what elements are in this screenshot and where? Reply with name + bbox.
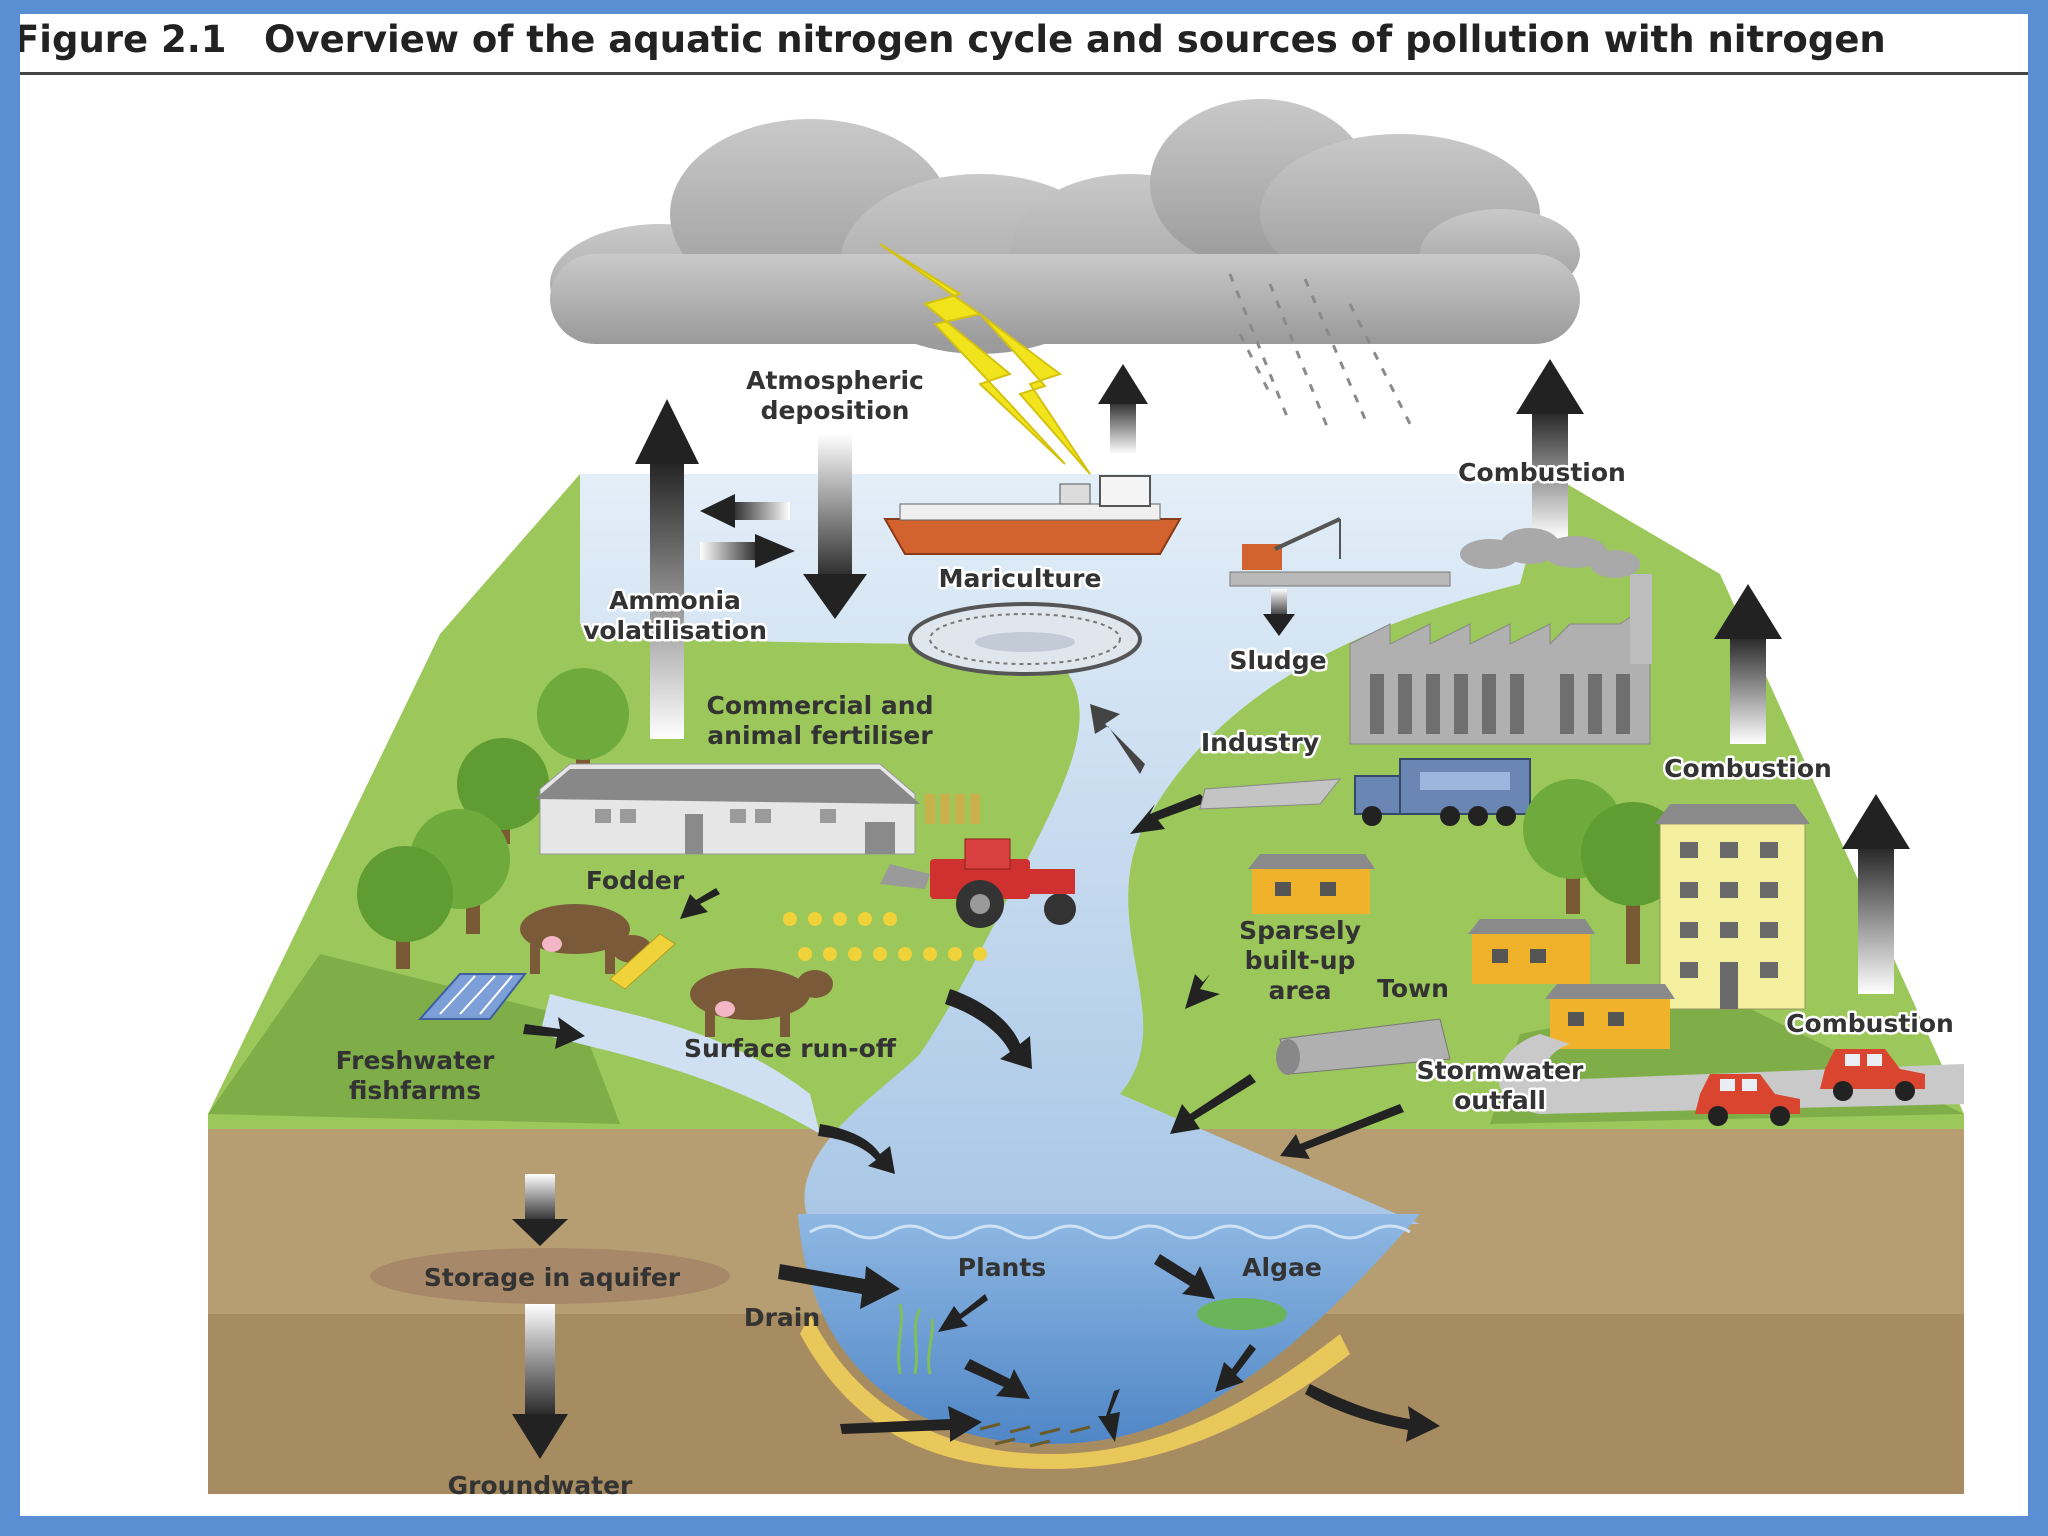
label-combustion-right: Combustion xyxy=(1786,1009,1954,1038)
label-combustion-mid: Combustion xyxy=(1664,754,1832,783)
label-combustion-top: Combustion xyxy=(1458,458,1626,487)
label-sparsely-3: area xyxy=(1268,976,1331,1005)
label-atmospheric-deposition-1: Atmospheric xyxy=(746,366,924,395)
label-storage-in-aquifer: Storage in aquifer xyxy=(424,1263,681,1292)
label-ammonia-1: Ammonia xyxy=(609,586,741,615)
label-fishfarms-2: fishfarms xyxy=(349,1076,481,1105)
arrow-ship-up xyxy=(1098,364,1148,454)
label-stormwater-2: outfall xyxy=(1454,1086,1546,1115)
house-icon-town-1 xyxy=(1468,919,1595,984)
label-atmospheric-deposition-2: deposition xyxy=(761,396,910,425)
label-plants: Plants xyxy=(958,1253,1046,1282)
label-algae: Algae xyxy=(1242,1253,1322,1282)
apartment-building-icon xyxy=(1655,804,1810,1009)
house-icon-town-2 xyxy=(1545,984,1675,1049)
label-groundwater: Groundwater xyxy=(448,1471,633,1500)
farmhouse-icon xyxy=(535,764,920,854)
label-fodder: Fodder xyxy=(586,866,685,895)
label-industry: Industry xyxy=(1201,728,1319,757)
label-stormwater-1: Stormwater xyxy=(1417,1056,1584,1085)
label-fertiliser-2: animal fertiliser xyxy=(707,721,933,750)
label-mariculture: Mariculture xyxy=(939,564,1102,593)
label-fertiliser-1: Commercial and xyxy=(706,691,933,720)
label-ammonia-2: volatilisation xyxy=(583,616,767,645)
label-surface-run-off: Surface run-off xyxy=(684,1034,897,1063)
algae-icon xyxy=(1197,1298,1287,1330)
label-sparsely-2: built-up xyxy=(1245,946,1356,975)
label-fishfarms-1: Freshwater xyxy=(336,1046,495,1075)
mariculture-net-icon xyxy=(910,604,1140,674)
rain-clouds xyxy=(550,99,1580,354)
label-drain: Drain xyxy=(744,1303,820,1332)
label-sludge: Sludge xyxy=(1229,646,1326,675)
house-icon-sparse xyxy=(1248,854,1375,914)
label-town: Town xyxy=(1377,974,1449,1003)
label-sparsely-1: Sparsely xyxy=(1239,916,1361,945)
nitrogen-cycle-diagram: Atmospheric deposition Ammonia volatilis… xyxy=(20,14,2028,1516)
